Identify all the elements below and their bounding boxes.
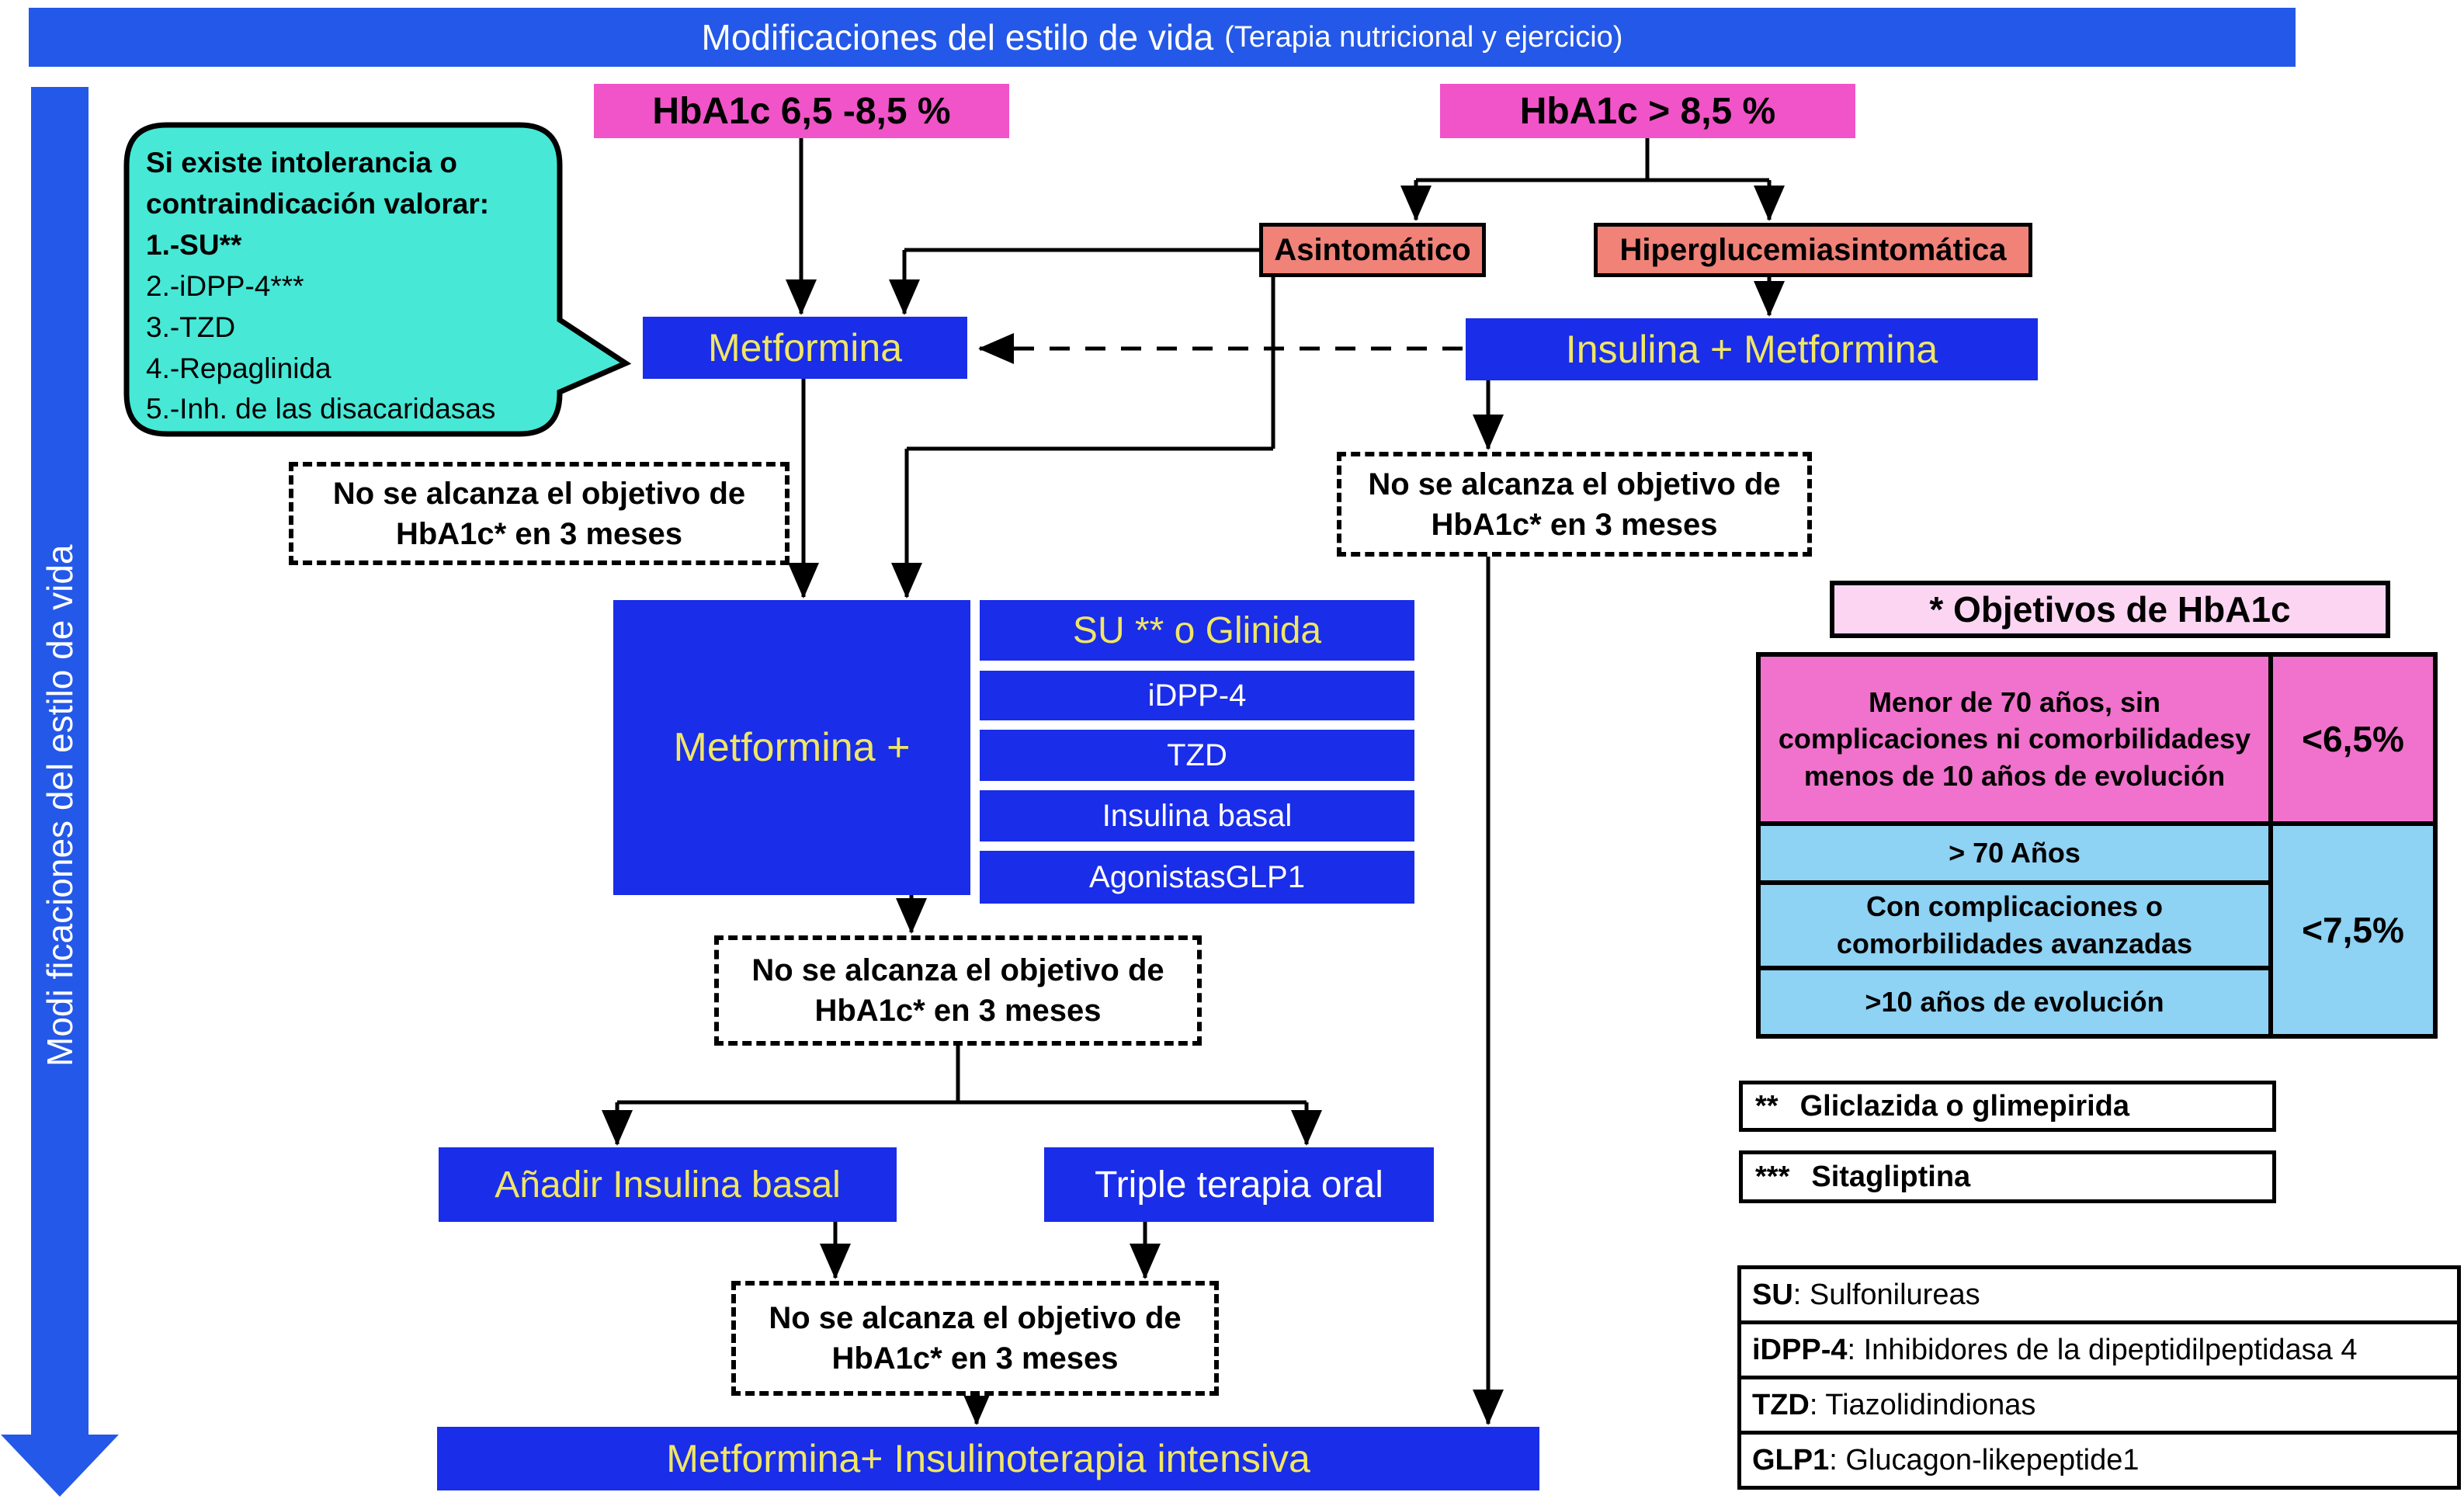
- objetivos-target-pink: <6,5%: [2273, 657, 2433, 821]
- speech-bubble: Si existe intolerancia o contraindicació…: [146, 143, 554, 430]
- banner-subtitle: (Terapia nutricional y ejercicio): [1224, 20, 1623, 54]
- objetivos-table: Menor de 70 años, sin complicaciones ni …: [1756, 652, 2438, 1039]
- node-agonistas-glp1: AgonistasGLP1: [980, 851, 1414, 904]
- node-metformina: Metformina: [643, 317, 967, 379]
- footnote-stars: ***: [1755, 1160, 1790, 1193]
- legend-desc: : Tiazolidindionas: [1809, 1388, 2036, 1421]
- legend-desc: : Glucagon-likepeptide1: [1829, 1443, 2140, 1476]
- node-tzd: TZD: [980, 730, 1414, 781]
- legend-row-su: SU : Sulfonilureas: [1741, 1269, 2457, 1320]
- bubble-line: 2.-iDPP-4***: [146, 269, 304, 302]
- footnote-sitagliptina: *** Sitagliptina: [1739, 1150, 2276, 1203]
- legend-term: GLP1: [1752, 1443, 1830, 1476]
- objetivos-criteria-blue-2: Con complicaciones o comorbilidades avan…: [1761, 885, 2268, 966]
- footnote-stars: **: [1755, 1089, 1779, 1123]
- objetivos-target-blue: <7,5%: [2273, 826, 2433, 1034]
- node-su-glinida: SU ** o Glinida: [980, 600, 1414, 661]
- bubble-line: 1.-SU**: [146, 228, 242, 261]
- objetivos-title: * Objetivos de HbA1c: [1830, 581, 2390, 638]
- bubble-line: 4.-Repaglinida: [146, 352, 331, 384]
- note-no-target-4: No se alcanza el objetivo de HbA1c* en 3…: [731, 1281, 1219, 1396]
- bubble-line: 5.-Inh. de las disacaridasas: [146, 393, 496, 425]
- top-banner: Modificaciones del estilo de vida (Terap…: [29, 8, 2296, 67]
- node-hba1c-high: HbA1c > 8,5 %: [1440, 84, 1855, 138]
- node-metformina-plus: Metformina +: [613, 600, 970, 895]
- legend-desc: : Sulfonilureas: [1792, 1278, 1980, 1311]
- side-arrow-head: [1, 1435, 119, 1497]
- node-asintomatico: Asintomático: [1259, 223, 1486, 277]
- footnote-text: Sitagliptina: [1811, 1160, 1971, 1193]
- node-hiperglucemia: Hiperglucemiasintomática: [1594, 223, 2032, 277]
- bubble-line: Si existe intolerancia o: [146, 147, 457, 179]
- objetivos-criteria-pink: Menor de 70 años, sin complicaciones ni …: [1761, 657, 2268, 821]
- legend-desc: : Inhibidores de la dipeptidilpeptidasa …: [1847, 1333, 2358, 1366]
- legend-term: TZD: [1752, 1388, 1810, 1421]
- legend-term: SU: [1752, 1278, 1793, 1311]
- objetivos-criteria-blue-3: >10 años de evolución: [1761, 970, 2268, 1034]
- legend-row-glp1: GLP1: Glucagon-likepeptide1: [1741, 1435, 2457, 1486]
- legend-row-idpp4: iDPP-4: Inhibidores de la dipeptidilpept…: [1741, 1324, 2457, 1376]
- objetivos-criteria-blue-1: > 70 Años: [1761, 826, 2268, 880]
- footnote-text: Gliclazida o glimepirida: [1799, 1089, 2130, 1123]
- node-insulina-metformina: Insulina + Metformina: [1466, 318, 2038, 380]
- footnote-gliclazida: ** Gliclazida o glimepirida: [1739, 1081, 2276, 1132]
- note-no-target-2: No se alcanza el objetivo de HbA1c* en 3…: [1337, 452, 1812, 557]
- legend-term: iDPP-4: [1752, 1333, 1848, 1366]
- side-arrow-bar: [31, 87, 88, 1435]
- legend-row-tzd: TZD: Tiazolidindionas: [1741, 1379, 2457, 1431]
- node-met-insulinoterapia: Metformina+ Insulinoterapia intensiva: [437, 1427, 1539, 1490]
- speech-bubble-shape: [123, 122, 632, 437]
- note-no-target-3: No se alcanza el objetivo de HbA1c* en 3…: [714, 935, 1202, 1046]
- node-idpp4: iDPP-4: [980, 671, 1414, 720]
- bubble-line: contraindicación valorar:: [146, 187, 490, 220]
- node-anadir-insulina: Añadir Insulina basal: [439, 1147, 897, 1222]
- note-no-target-1: No se alcanza el objetivo de HbA1c* en 3…: [289, 462, 790, 565]
- node-triple-terapia: Triple terapia oral: [1044, 1147, 1434, 1222]
- bubble-line: 3.-TZD: [146, 311, 236, 343]
- legend-table: SU : Sulfonilureas iDPP-4: Inhibidores d…: [1737, 1265, 2461, 1490]
- side-arrow-label: Modi ficaciones del estilo de vida: [40, 544, 80, 1067]
- node-insulina-basal: Insulina basal: [980, 790, 1414, 841]
- node-hba1c-low: HbA1c 6,5 -8,5 %: [594, 84, 1009, 138]
- banner-title: Modificaciones del estilo de vida: [701, 17, 1214, 57]
